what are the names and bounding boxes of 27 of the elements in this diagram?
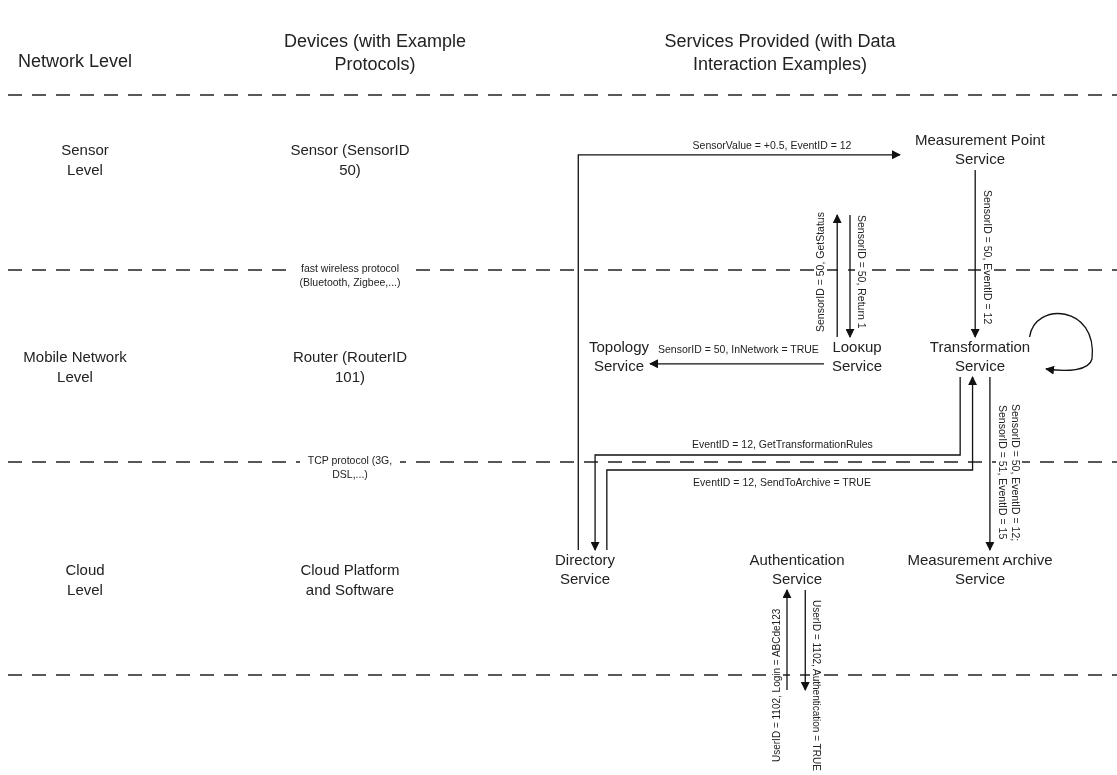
arrow xyxy=(782,589,792,691)
edge-label: SensorID = 50, InNetwork = TRUE xyxy=(656,343,821,356)
service-label: Authentication Service xyxy=(738,550,856,590)
column-header: Devices (with Example Protocols) xyxy=(282,30,468,77)
service-label: Measurement Point Service xyxy=(900,130,1060,170)
level-label: Sensor (SensorID 50) xyxy=(289,140,411,179)
level-label: Router (RouterID 101) xyxy=(291,347,409,386)
edge-label: EventID = 12, SendToArchive = TRUE xyxy=(690,476,874,489)
column-header: Services Provided (with Data Interaction Examples) xyxy=(663,30,897,77)
level-label: Cloud Platform and Software xyxy=(299,560,401,599)
service-label: Topology Service xyxy=(588,337,650,377)
arrow xyxy=(845,214,855,338)
arrow xyxy=(800,589,810,691)
level-label: Mobile Network Level xyxy=(22,347,128,386)
service-label: Directory Service xyxy=(543,550,627,590)
level-label: Cloud Level xyxy=(64,560,106,599)
arrow xyxy=(970,169,980,338)
protocol-note: TCP protocol (3G, DSL,...) xyxy=(300,454,400,482)
column-header: Network Level xyxy=(16,50,133,73)
loop-arrow xyxy=(1028,312,1093,375)
edge-label: EventID = 12, GetTransformationRules xyxy=(690,438,875,451)
arrow xyxy=(649,359,825,369)
service-label: Transformation Service xyxy=(918,337,1042,377)
level-label: Sensor Level xyxy=(60,140,110,179)
arrow xyxy=(985,376,995,551)
arrow xyxy=(832,214,842,338)
arrow xyxy=(577,150,901,551)
